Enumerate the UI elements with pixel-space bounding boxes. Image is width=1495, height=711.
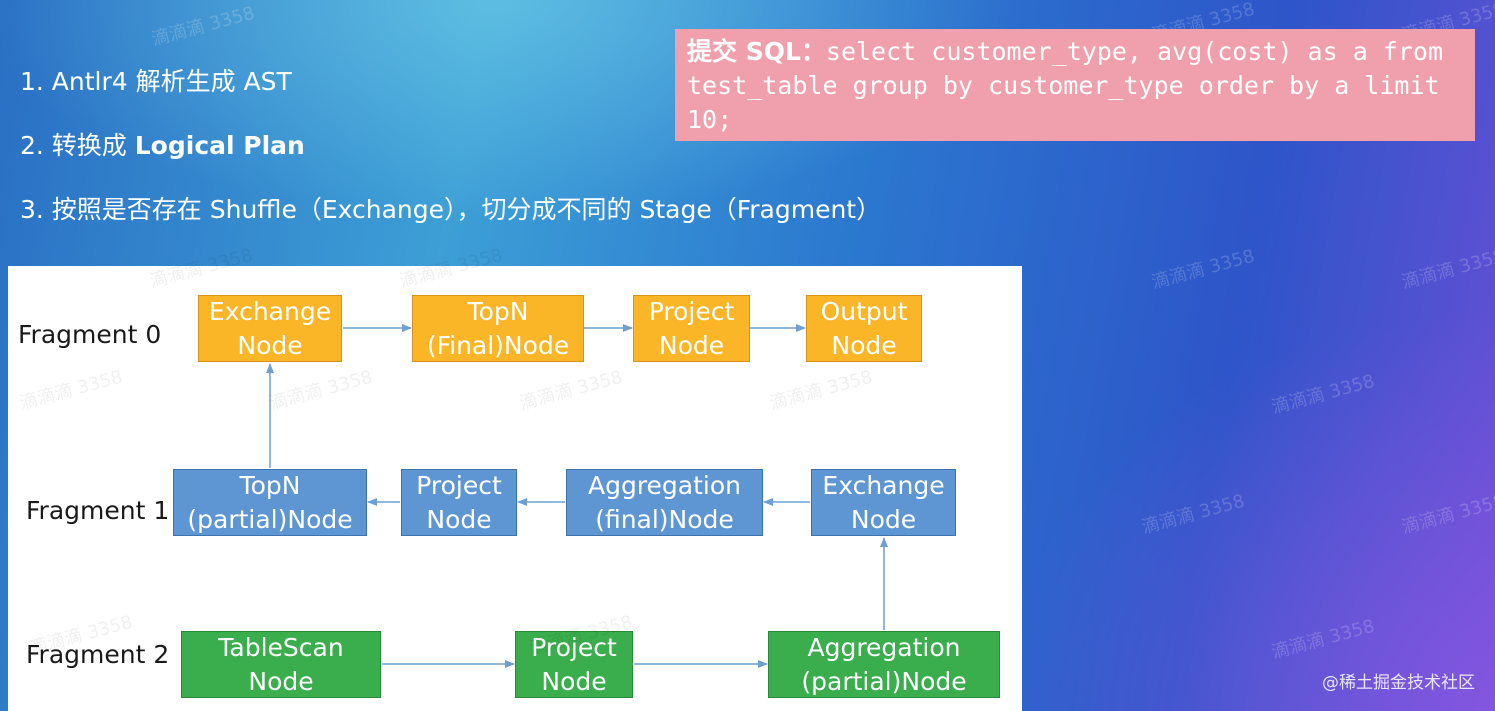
sql-label: 提交 SQL： [687,37,826,66]
watermark: 滴滴滴 3358 [1149,245,1257,294]
node-line: Node [426,504,492,534]
node-line: Project [531,632,617,662]
node-line: (Final)Node [426,330,570,360]
step-2-text: 2. 转换成 Logical Plan [20,126,305,162]
node-line: Exchange [822,470,945,500]
watermark: 滴滴滴 3358 [1269,615,1377,664]
diagram-panel: Fragment 0 Fragment 1 Fragment 2 Exchang… [8,245,1022,711]
f1-topn-node: TopN (partial)Node [173,469,367,536]
node-line: Node [831,330,897,360]
sql-code: select customer_type, avg(cost) as a fro… [687,37,1444,134]
fragment-1-label: Fragment 1 [26,496,170,525]
node-line: Node [850,504,917,534]
f1-aggregation-node: Aggregation (final)Node [566,469,763,536]
step-2-prefix: 2. 转换成 [20,131,135,160]
node-line: Project [648,296,735,326]
watermark: 滴滴滴 3358 [1399,490,1495,539]
sql-callout: 提交 SQL：select customer_type, avg(cost) a… [675,29,1475,141]
node-line: Output [820,296,908,326]
step-1-text: 1. Antlr4 解析生成 AST [20,67,292,96]
node-line: Exchange [208,296,332,326]
watermark: 滴滴滴 3358 [149,2,257,51]
node-line: (final)Node [595,504,734,534]
f2-aggregation-node: Aggregation (partial)Node [768,631,1000,698]
watermark: 滴滴滴 3358 [1399,245,1495,294]
node-line: (partial)Node [801,666,967,696]
watermark: 滴滴滴 3358 [1269,370,1377,419]
fragment-2-label: Fragment 2 [26,640,170,669]
node-line: (partial)Node [187,504,353,534]
node-line: Node [237,330,303,360]
f0-topn-node: TopN (Final)Node [412,295,584,362]
node-line: TableScan [218,632,344,662]
node-line: Aggregation [807,632,961,662]
step-2-bold: Logical Plan [134,131,305,160]
node-line: TopN [239,470,301,500]
watermark: 滴滴滴 3358 [1139,490,1247,539]
arrow-layer [266,324,888,668]
node-line: Project [416,470,502,500]
node-line: TopN [467,296,529,326]
node-line: Node [658,330,725,360]
source-credit: @稀土掘金技术社区 [1322,673,1475,693]
node-line: Aggregation [587,470,742,500]
node-line: Node [541,666,607,696]
step-3-text: 3. 按照是否存在 Shuffle（Exchange），切分成不同的 Stage… [20,195,882,224]
node-line: Node [248,666,314,696]
fragment-0-label: Fragment 0 [18,320,162,349]
